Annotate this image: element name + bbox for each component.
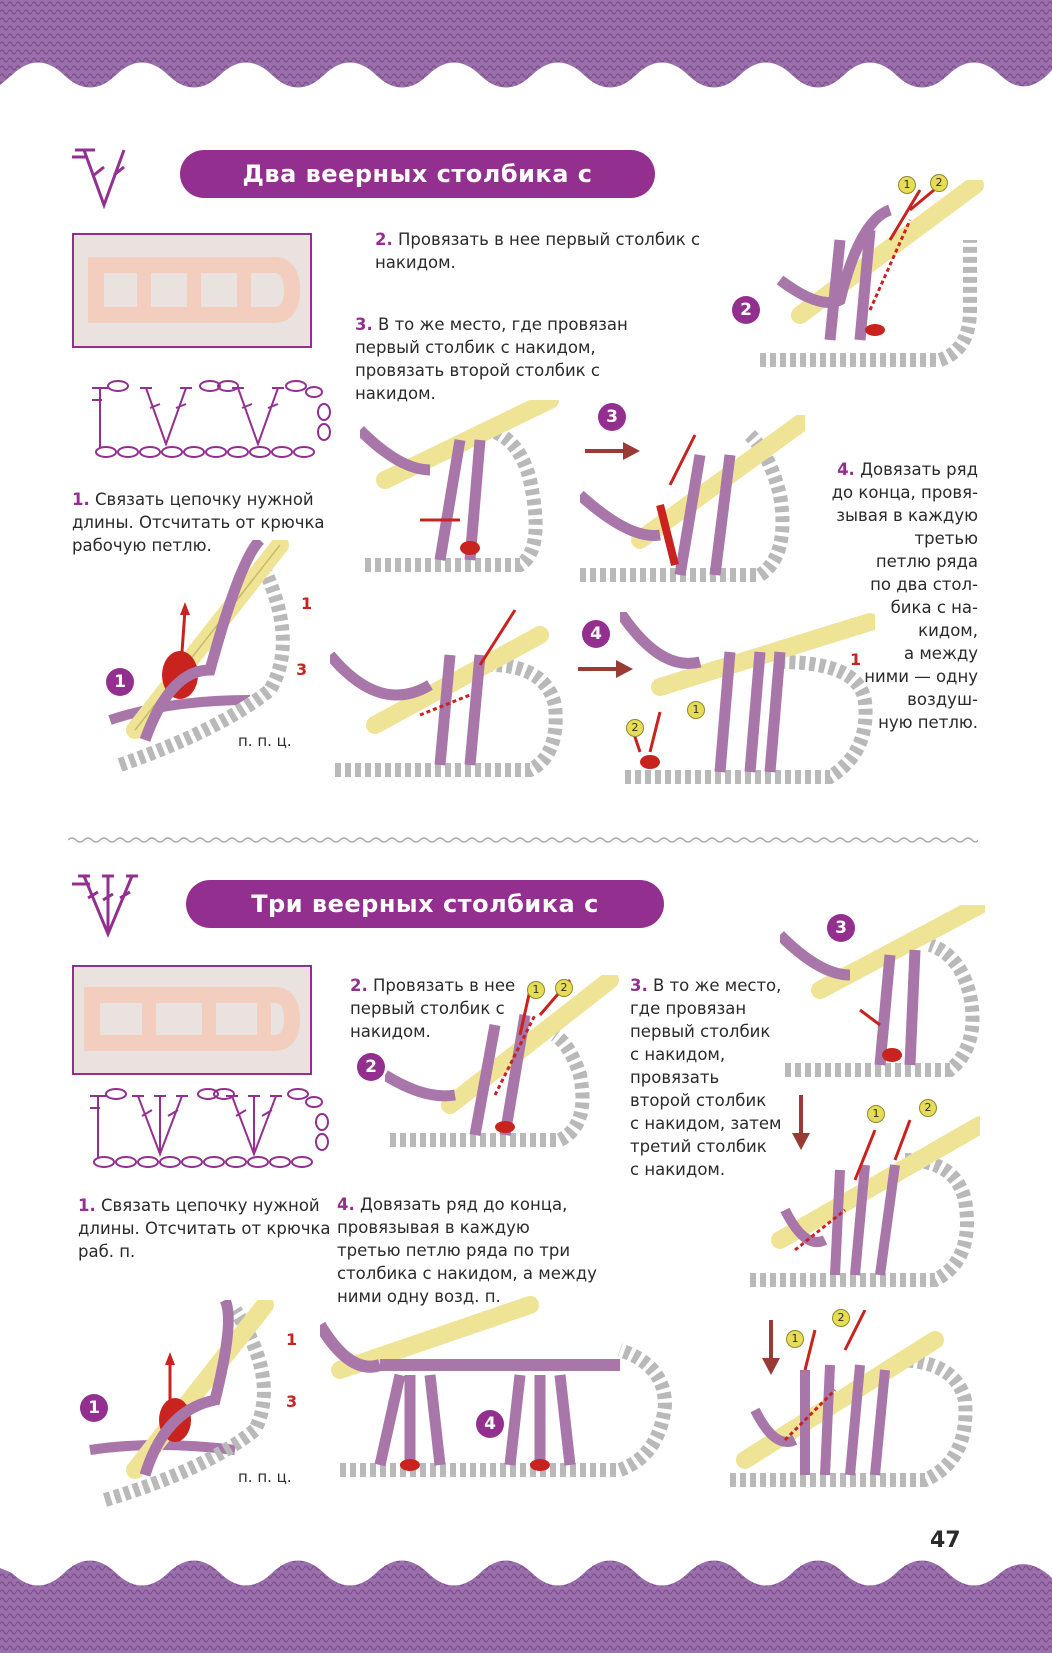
arrow-to-step3-icon <box>585 442 640 460</box>
step-line: бика с на- <box>890 598 978 617</box>
section1-illustration-step3a <box>360 400 559 572</box>
section1-illustration-step2 <box>760 180 984 367</box>
step-number: 2. <box>375 230 393 249</box>
section1-label-3: 3 <box>296 660 308 679</box>
section1-badge-2: 2 <box>732 296 760 324</box>
step-line: первый столбик <box>630 1022 771 1041</box>
section1-step3: 3. В то же место, где провязан первый ст… <box>355 313 685 405</box>
step-line: петлю ряда <box>875 552 978 571</box>
step-line: по два стол- <box>870 575 978 594</box>
section1-circle-2: 2 <box>930 174 948 192</box>
section1-circle-2b: 2 <box>626 719 644 737</box>
step-line: второй столбик <box>630 1091 767 1110</box>
section2-illustration-step3c <box>730 1310 973 1487</box>
section2-circle-1c: 1 <box>786 1330 804 1348</box>
section1-sample-photo <box>72 233 312 348</box>
step-number: 2. <box>350 976 368 995</box>
section2-circle-2: 2 <box>555 979 573 997</box>
section2-step4: 4. Довязать ряд до конца, провязывая в к… <box>337 1193 597 1308</box>
arrow-down-2-icon <box>762 1320 780 1375</box>
step-line: где провязан <box>630 999 747 1018</box>
section2-illustration-step3a <box>780 905 985 1077</box>
step-text: Связать цепочку нужной длины. Отсчитать … <box>78 1196 331 1261</box>
step-line: зывая в каждую <box>836 506 978 525</box>
section1-step2: 2. Провязать в нее первый столбик с наки… <box>375 228 705 274</box>
section2-badge-3: 3 <box>827 914 855 942</box>
section2-circle-1b: 1 <box>867 1105 885 1123</box>
section2-chart-diagram <box>90 1088 329 1168</box>
step-text: Провязать в нее первый столбик с накидом… <box>375 230 701 272</box>
section1-label-1: 1 <box>301 594 313 613</box>
bottom-knit-border <box>0 1560 1052 1653</box>
step-line: ними — одну <box>864 667 978 686</box>
section1-circle-1: 1 <box>898 176 916 194</box>
step-line: В то же место, <box>653 976 782 995</box>
section2-illustration-step2 <box>385 975 619 1147</box>
page-number: 47 <box>930 1528 961 1553</box>
step-line: до конца, провя- <box>831 483 978 502</box>
arrow-down-1-icon <box>792 1095 810 1150</box>
step-line: воздуш- <box>907 690 978 709</box>
section1-illustration-step3c <box>330 609 563 777</box>
step-line: с накидом, <box>630 1045 726 1064</box>
section2-label-ppc: п. п. ц. <box>238 1468 292 1486</box>
section2-step3: 3. В то же место, где провязан первый ст… <box>630 974 790 1181</box>
step-line: третий столбик <box>630 1137 767 1156</box>
section2-step2: 2. Провязать в нее первый столбик с наки… <box>350 974 520 1043</box>
step-line: кидом, <box>918 621 978 640</box>
step-line: ную петлю. <box>878 713 978 732</box>
step-text: Довязать ряд до конца, провязывая в кажд… <box>337 1195 597 1306</box>
section1-circle-1b: 1 <box>687 701 705 719</box>
section2-circle-2c: 2 <box>832 1309 850 1327</box>
section2-step1: 1. Связать цепочку нужной длины. Отсчита… <box>78 1194 340 1263</box>
section1-badge-3: 3 <box>598 403 626 431</box>
top-knit-border <box>0 0 1052 88</box>
step-line: провязать <box>630 1068 720 1087</box>
step-line: с накидом, затем <box>630 1114 782 1133</box>
step-text: В то же место, где провязан первый столб… <box>355 315 628 403</box>
section1-badge-4: 4 <box>582 620 610 648</box>
step-line: а между <box>904 644 978 663</box>
section1-badge-1: 1 <box>106 668 134 696</box>
section2-badge-4: 4 <box>476 1410 504 1438</box>
section2-badge-1: 1 <box>80 1394 108 1422</box>
section2-title: Три веерных столбика с накидом <box>186 880 664 966</box>
step-text: Связать цепочку нужной длины. Отсчитать … <box>72 490 325 555</box>
section1-illustration-step1 <box>108 540 290 772</box>
section2-illustration-step1 <box>89 1300 274 1507</box>
section1-label-1b: 1 <box>850 650 862 669</box>
step-text: Провязать в нее первый столбик с накидом… <box>350 976 516 1041</box>
section2-circle-1: 1 <box>527 981 545 999</box>
section2-circle-2b: 2 <box>919 1099 937 1117</box>
step-number: 4. <box>837 460 855 479</box>
step-number: 3. <box>630 976 648 995</box>
section1-label-ppc: п. п. ц. <box>238 732 292 750</box>
section1-illustration-step3b <box>580 415 805 582</box>
section1-chart-diagram <box>92 380 331 458</box>
section2-label-3: 3 <box>286 1392 298 1411</box>
step-number: 4. <box>337 1195 355 1214</box>
section2-label-1: 1 <box>286 1330 298 1349</box>
step-line: Довязать ряд <box>860 460 978 479</box>
step-line: с накидом. <box>630 1160 726 1179</box>
step-line: третью <box>914 529 978 548</box>
section1-step1: 1. Связать цепочку нужной длины. Отсчита… <box>72 488 342 557</box>
section1-illustration-step4 <box>620 612 875 784</box>
section2-illustration-step3b <box>750 1116 980 1287</box>
step-number: 1. <box>72 490 90 509</box>
section1-step4: 4. Довязать ряд до конца, провя- зывая в… <box>800 458 978 734</box>
step-number: 1. <box>78 1196 96 1215</box>
arrow-to-step4-icon <box>578 660 633 678</box>
section2-illustration-step4 <box>320 1296 673 1477</box>
three-fan-symbol-icon <box>72 874 138 938</box>
two-fan-symbol-icon <box>72 148 126 210</box>
section2-sample-photo <box>72 965 312 1075</box>
section1-title: Два веерных столбика с накидом <box>180 150 655 236</box>
step-number: 3. <box>355 315 373 334</box>
section2-badge-2: 2 <box>357 1053 385 1081</box>
section-divider <box>68 837 978 843</box>
